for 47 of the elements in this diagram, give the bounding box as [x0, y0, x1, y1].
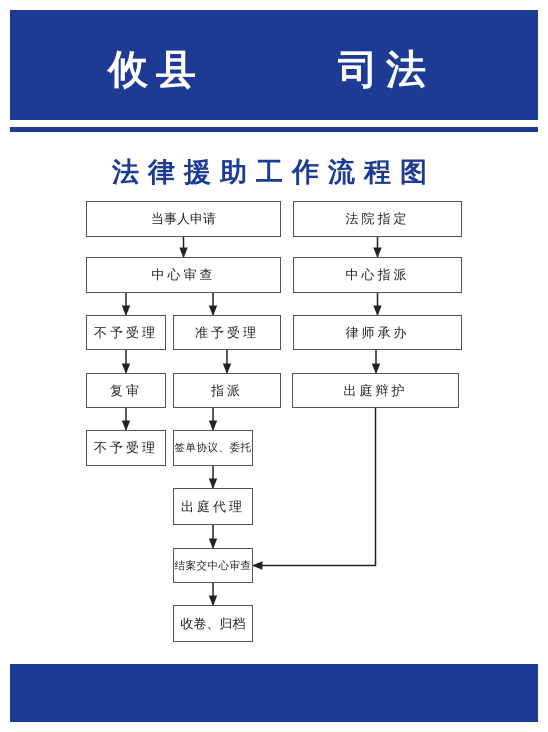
arrow	[122, 408, 130, 432]
box-label: 准予受理	[195, 324, 259, 342]
diagram-title: 法律援助工作流程图	[110, 156, 437, 190]
box-label: 结案交中心审查	[174, 558, 252, 572]
arrow	[208, 408, 218, 432]
process-box	[86, 315, 166, 350]
process-box	[86, 201, 281, 237]
process-box	[86, 430, 166, 466]
process-box	[173, 548, 253, 583]
arrow	[222, 350, 232, 374]
box-label: 签单协议、委托	[174, 441, 252, 455]
box-label: 收卷、归档	[180, 616, 246, 632]
process-box	[173, 373, 281, 408]
box-label: 律师承办	[346, 324, 410, 342]
box-label: 复审	[110, 382, 142, 400]
arrow	[122, 293, 130, 316]
box-label: 当事人申请	[151, 211, 216, 228]
box-label: 出庭代理	[181, 498, 245, 516]
process-box	[173, 488, 253, 525]
box-label: 中心指派	[346, 267, 410, 284]
process-box	[293, 201, 462, 237]
process-box	[292, 373, 459, 408]
box-label: 法院指定	[346, 211, 410, 228]
process-box	[173, 315, 281, 350]
process-box	[173, 430, 253, 466]
arrow	[179, 237, 188, 258]
header-text: 攸县	[108, 46, 204, 95]
box-label: 指派	[211, 382, 243, 400]
box-label: 出庭辩护	[344, 382, 408, 400]
process-box	[293, 315, 462, 350]
box-label: 中心审查	[152, 267, 216, 284]
arrow	[208, 583, 218, 606]
arrow	[208, 525, 218, 550]
arrow	[122, 350, 130, 374]
process-box	[86, 257, 281, 293]
arrow	[252, 408, 376, 570]
process-box	[173, 605, 253, 642]
arrow	[373, 293, 382, 316]
arrow	[208, 466, 218, 490]
process-box	[293, 257, 462, 293]
process-box	[86, 373, 166, 408]
arrow	[208, 293, 218, 316]
box-label: 不予受理	[94, 440, 158, 457]
box-label: 不予受理	[94, 324, 158, 342]
arrow	[372, 350, 380, 374]
header-text: 司法	[338, 46, 434, 95]
arrow	[373, 237, 382, 258]
